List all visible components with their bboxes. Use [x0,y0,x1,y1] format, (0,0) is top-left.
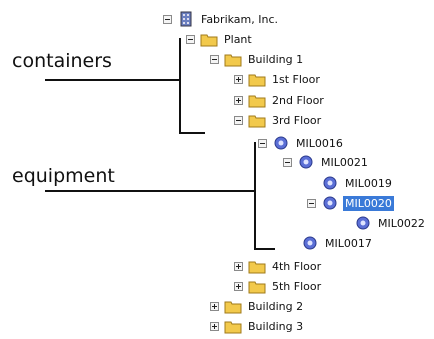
tree-node-label: 4th Floor [272,259,322,273]
collapse-toggle[interactable] [307,198,316,208]
tree-node-building-3[interactable]: Building 3 [210,317,305,335]
collapse-toggle[interactable] [210,54,219,64]
collapse-toggle[interactable] [234,115,243,125]
folder-icon [200,34,218,47]
collapse-toggle[interactable] [186,34,195,44]
tree-node-2nd-floor[interactable]: 2nd Floor [234,91,326,109]
tree-node-label: Building 1 [248,52,304,66]
tree-node-label: 5th Floor [272,279,322,293]
gear-icon [274,136,288,150]
tree-node-mil0022[interactable]: MIL0022 [354,214,427,232]
tree-node-root[interactable]: Fabrikam, Inc. [163,10,280,28]
equipment-bracket [45,142,275,250]
building-icon [180,11,192,27]
tree-node-label: 1st Floor [272,72,320,86]
tree-node-mil0021[interactable]: MIL0021 [283,153,370,171]
folder-icon [248,74,266,87]
tree-node-plant[interactable]: Plant [186,30,254,48]
tree-node-label: Building 3 [248,319,304,333]
expand-toggle[interactable] [210,321,219,331]
tree-node-mil0016[interactable]: MIL0016 [258,134,345,152]
folder-icon [224,54,242,67]
expand-toggle[interactable] [234,95,243,105]
tree-node-label: Plant [224,32,252,46]
tree-node-label: MIL0019 [345,176,392,190]
folder-icon [224,321,242,334]
tree-node-label: MIL0021 [321,155,368,169]
expand-toggle[interactable] [234,261,243,271]
tree-node-5th-floor[interactable]: 5th Floor [234,277,323,295]
gear-icon [356,216,370,230]
tree-node-mil0017[interactable]: MIL0017 [301,234,374,252]
tree-node-mil0019[interactable]: MIL0019 [321,174,394,192]
gear-icon [299,155,313,169]
gear-icon [323,196,337,210]
expand-toggle[interactable] [234,74,243,84]
tree-node-mil0020[interactable]: MIL0020 [307,194,394,212]
tree-node-label: MIL0016 [296,136,343,150]
expand-toggle[interactable] [210,301,219,311]
tree-node-label: Building 2 [248,299,304,313]
collapse-toggle[interactable] [283,157,292,167]
folder-icon [248,115,266,128]
tree-node-label: 3rd Floor [272,113,322,127]
tree-node-label: Fabrikam, Inc. [201,12,279,26]
expand-toggle[interactable] [234,281,243,291]
containers-bracket [45,38,205,134]
tree-node-label: MIL0017 [325,236,372,250]
tree-node-4th-floor[interactable]: 4th Floor [234,257,323,275]
folder-icon [248,95,266,108]
collapse-toggle[interactable] [163,14,172,24]
tree-node-label-selected: MIL0020 [343,195,394,211]
tree-node-building-2[interactable]: Building 2 [210,297,305,315]
tree-node-1st-floor[interactable]: 1st Floor [234,70,322,88]
equipment-annotation: equipment [12,165,115,187]
containers-annotation: containers [12,50,112,72]
folder-icon [248,281,266,294]
folder-icon [248,261,266,274]
tree-node-building-1[interactable]: Building 1 [210,50,305,68]
gear-icon [323,176,337,190]
gear-icon [303,236,317,250]
folder-icon [224,301,242,314]
tree-node-label: MIL0022 [378,216,425,230]
tree-node-3rd-floor[interactable]: 3rd Floor [234,111,323,129]
tree-node-label: 2nd Floor [272,93,324,107]
collapse-toggle[interactable] [258,138,267,148]
